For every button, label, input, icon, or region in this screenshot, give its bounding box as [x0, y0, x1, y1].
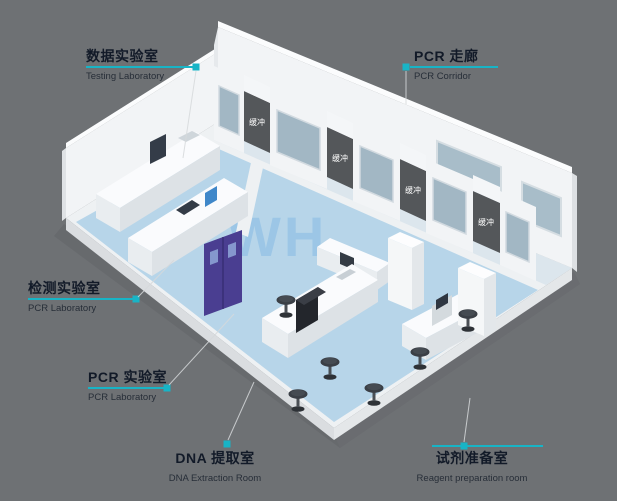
tall-cabinet-2: [458, 262, 496, 336]
stool: [410, 347, 430, 370]
instrument: [176, 200, 200, 215]
stool: [458, 309, 478, 332]
building-shadow: [54, 224, 580, 448]
inner-window-2: [359, 144, 394, 204]
instrument: [178, 131, 200, 142]
buffer-box-4: 缓冲: [473, 175, 500, 253]
corridor-inner-wall: [214, 66, 536, 281]
buffer-label-4: 缓冲: [478, 217, 494, 227]
bench-testing-lab: [96, 131, 220, 232]
stool: [364, 383, 384, 406]
inner-window-3: [432, 176, 467, 236]
buffer-box-1: 缓冲: [244, 75, 270, 153]
stool: [320, 357, 340, 380]
lab-stools: [276, 295, 478, 412]
inner-window-0: [218, 84, 240, 137]
instrument: [336, 269, 356, 280]
stool: [288, 389, 308, 412]
buffer-label-2: 缓冲: [332, 153, 348, 163]
back-left-wall: [62, 47, 218, 221]
callout-marker-pcr-corridor: [402, 63, 410, 71]
callout-marker-pcr-lab: [163, 384, 171, 392]
callout-marker-reagent-prep: [460, 442, 468, 450]
inner-window-1: [276, 108, 321, 172]
stool: [276, 295, 296, 318]
tall-cabinet-1: [388, 232, 424, 310]
monitor: [150, 134, 166, 164]
buffer-box-2: 缓冲: [327, 111, 353, 189]
buffer-label-3: 缓冲: [405, 185, 421, 195]
buffer-pass-boxes: 缓冲 缓冲 缓冲 缓冲: [244, 75, 500, 253]
lab-benches: [96, 131, 496, 360]
buffer-label-1: 缓冲: [249, 117, 265, 127]
front-skirt-left: [66, 218, 334, 440]
callout-marker-inspection-lab: [132, 295, 140, 303]
screen: [436, 293, 448, 310]
front-skirt-right: [334, 268, 572, 440]
callout-marker-dna-extraction: [223, 440, 231, 448]
buffer-box-3: 缓冲: [400, 143, 426, 221]
callout-marker-testing-lab: [192, 63, 200, 71]
callout-lines: [28, 63, 543, 450]
inner-window-4: [505, 210, 530, 264]
screen: [205, 186, 217, 207]
bench-pcr-lab: [128, 178, 248, 276]
